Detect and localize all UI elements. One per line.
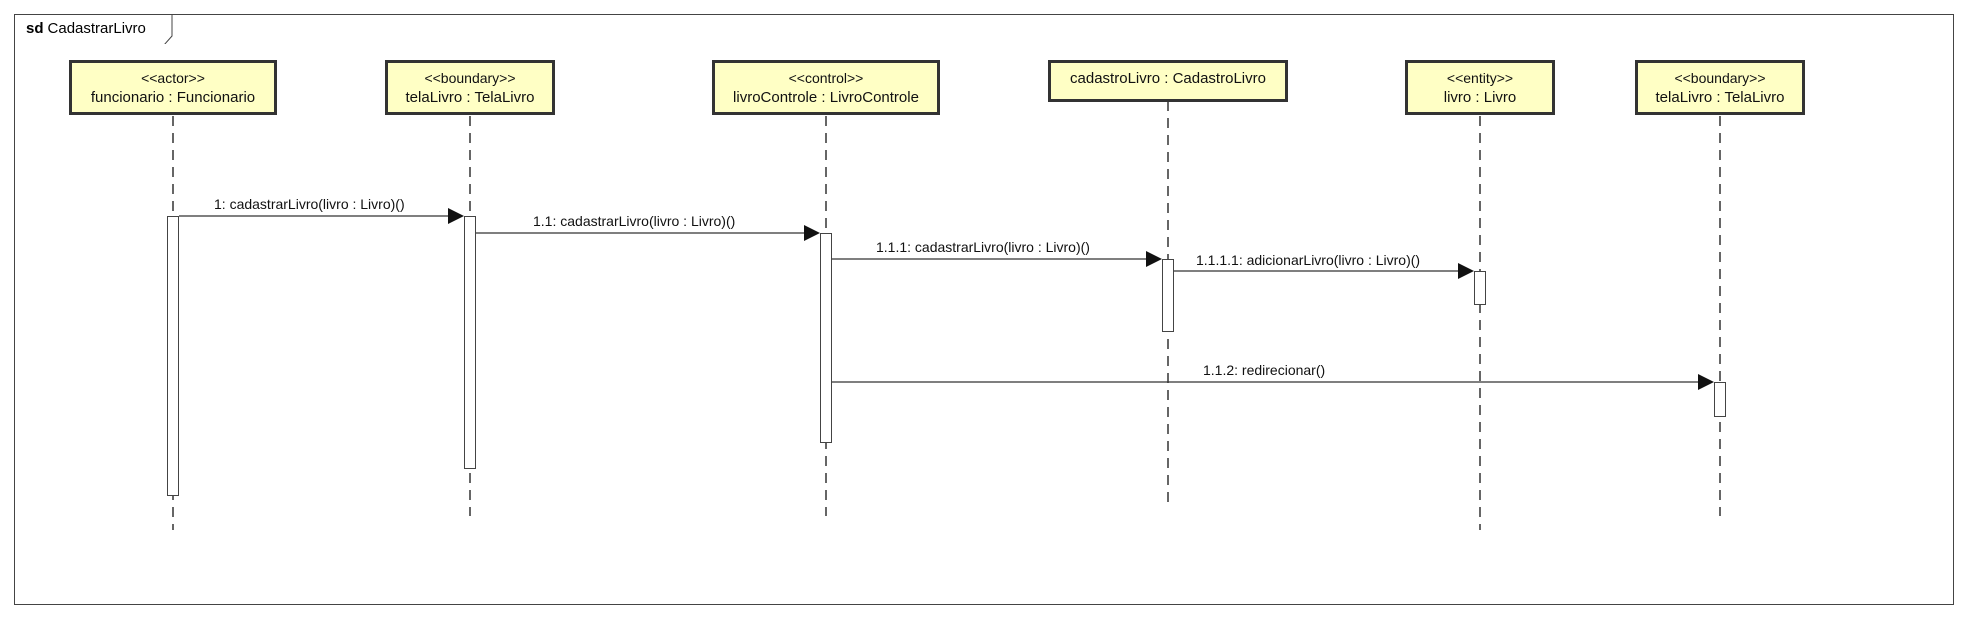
lifeline-stereotype: <<actor>> [141,69,205,86]
lifeline-stereotype: <<control>> [788,69,864,86]
lifeline-funcionario[interactable]: <<actor>> funcionario : Funcionario [69,60,277,115]
lifeline-name: livroControle : LivroControle [733,88,919,106]
lifeline-livrocontrole[interactable]: <<control>> livroControle : LivroControl… [712,60,940,115]
frame-kind: sd [26,20,44,37]
message-label-4: 1.1.1.1: adicionarLivro(livro : Livro)() [1196,252,1421,268]
lifeline-livro[interactable]: <<entity>> livro : Livro [1405,60,1555,115]
message-arrowhead-1 [448,208,464,224]
message-arrowhead-4 [1458,263,1474,279]
frame-tab [164,14,173,44]
activation-telalivro-2 [1714,382,1726,417]
message-label-1: 1: cadastrarLivro(livro : Livro)() [214,196,405,212]
lifeline-cadastrolivro[interactable]: cadastroLivro : CadastroLivro [1048,60,1288,102]
sequence-diagram-frame [14,14,1954,605]
activation-livro [1474,271,1486,305]
lifeline-stereotype: <<boundary>> [1674,69,1766,86]
lifeline-stereotype: <<entity>> [1446,69,1514,86]
frame-name: CadastrarLivro [47,20,146,37]
lifeline-name: telaLivro : TelaLivro [405,88,535,106]
activation-telalivro [464,216,476,469]
message-label-3: 1.1.1: cadastrarLivro(livro : Livro)() [876,239,1090,255]
activation-livrocontrole [820,233,832,443]
message-arrowhead-5 [1698,374,1714,390]
lifeline-name: livro : Livro [1443,88,1517,106]
activation-funcionario [167,216,179,496]
lifeline-telalivro[interactable]: <<boundary>> telaLivro : TelaLivro [385,60,555,115]
lifeline-name: funcionario : Funcionario [90,88,256,106]
activation-cadastrolivro [1162,259,1174,332]
message-arrowhead-3 [1146,251,1162,267]
lifeline-telalivro-2[interactable]: <<boundary>> telaLivro : TelaLivro [1635,60,1805,115]
lifeline-stereotype: <<boundary>> [424,69,516,86]
message-label-5: 1.1.2: redirecionar() [1203,362,1326,378]
lifeline-name: telaLivro : TelaLivro [1655,88,1785,106]
message-arrowhead-2 [804,225,820,241]
lifeline-name: cadastroLivro : CadastroLivro [1070,70,1266,87]
message-label-2: 1.1: cadastrarLivro(livro : Livro)() [533,213,736,229]
